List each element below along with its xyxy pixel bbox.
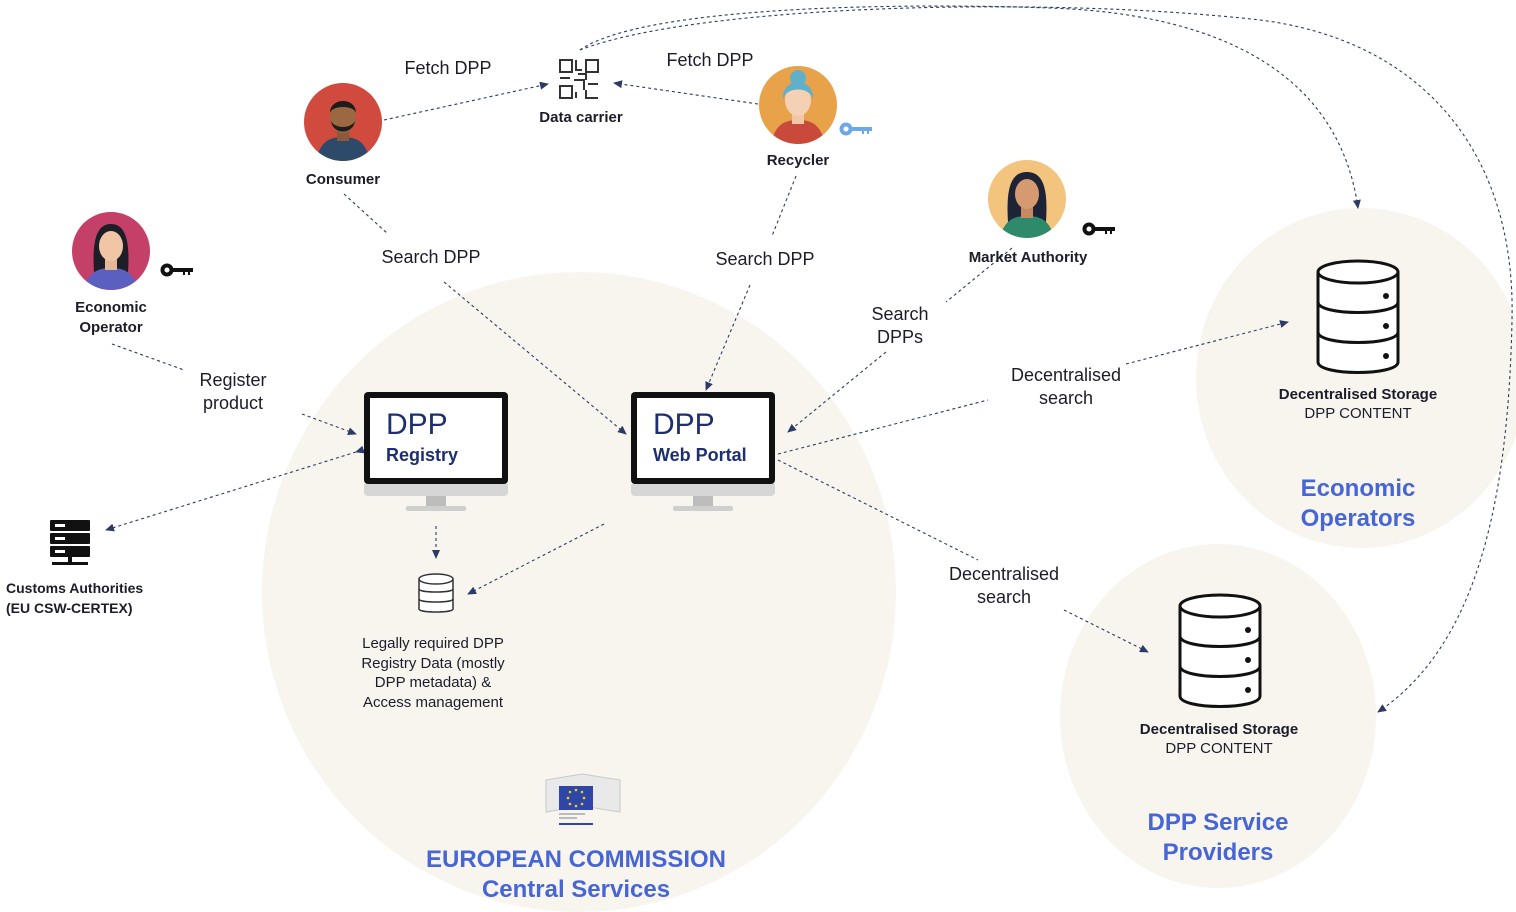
key-icon (160, 263, 193, 277)
portal-title: DPP (653, 408, 715, 441)
service-providers-region-label: DPP Service Providers (1147, 809, 1289, 866)
monitor-screen: DPP Registry (364, 392, 508, 484)
key-icon (839, 122, 872, 136)
eu-flag-icon (545, 773, 621, 825)
sp-storage-subtitle: DPP CONTENT (1165, 740, 1273, 757)
search-dpp-consumer-label: Search DPP (381, 247, 481, 267)
portal-subtitle: Web Portal (653, 445, 747, 465)
commission-title: EUROPEAN COMMISSION (425, 846, 727, 873)
registry-title: DPP (386, 408, 448, 441)
economic-operator-avatar (72, 212, 150, 290)
qr-code-icon (559, 59, 599, 99)
sp-storage-title: Decentralised Storage (1139, 721, 1299, 738)
economic-operators-region-label: Economic Operators (1300, 475, 1416, 532)
recycler-label: Recycler (766, 152, 830, 169)
consumer-avatar (304, 83, 382, 161)
monitor-screen: DPP Web Portal (631, 392, 775, 484)
dpp-web-portal-monitor: DPP Web Portal (631, 392, 775, 512)
arrow-consumer-fetch (383, 81, 549, 121)
person-icon (771, 70, 825, 144)
person-icon (316, 101, 370, 161)
database-icon (1316, 259, 1400, 374)
database-icon (418, 573, 454, 613)
economic-operator-label: Economic Operator (75, 299, 147, 336)
eo-storage-title: Decentralised Storage (1278, 386, 1438, 403)
arrow-consumer-search-a (343, 193, 389, 235)
person-icon (1000, 172, 1054, 238)
arrow-recycler-fetch (613, 80, 759, 105)
registry-db-caption: Legally required DPP Registry Data (most… (361, 635, 505, 711)
eo-storage-subtitle: DPP CONTENT (1304, 405, 1412, 422)
register-product-label: Register product (199, 370, 267, 413)
arrow-recycler-search-a (771, 175, 797, 237)
consumer-label: Consumer (305, 171, 381, 188)
commission-subtitle: Central Services (481, 876, 671, 903)
server-icon (50, 520, 90, 565)
arrow-authority-search-a (945, 247, 1013, 303)
registry-subtitle: Registry (386, 445, 459, 465)
key-icon (1082, 222, 1115, 236)
arrow-registry-customs (105, 445, 365, 532)
arrow-carrier-sp-storage (579, 6, 1513, 713)
fetch-dpp-left-label: Fetch DPP (404, 58, 492, 78)
arrow-portal-sp-a (777, 459, 979, 561)
database-icon (1178, 593, 1262, 708)
arrow-portal-sp-b (1063, 609, 1149, 653)
arrow-authority-search-b (787, 351, 887, 433)
search-dpps-label: Search DPPs (871, 304, 929, 347)
arrow-eo-register-a (111, 343, 185, 371)
customs-label: Customs Authorities (EU CSW-CERTEX) (6, 580, 144, 616)
person-icon (84, 224, 138, 290)
fetch-dpp-right-label: Fetch DPP (666, 50, 754, 70)
arrow-portal-eo-a (777, 399, 989, 455)
search-dpp-recycler-label: Search DPP (715, 249, 815, 269)
decentralised-search-top-label: Decentralised search (1010, 365, 1122, 408)
arrow-eo-register-b (301, 413, 357, 435)
dpp-registry-monitor: DPP Registry (364, 392, 508, 512)
market-authority-label: Market Authority (968, 249, 1088, 266)
arrow-carrier-eo-storage (579, 5, 1361, 209)
arrow-portal-db (467, 523, 605, 595)
data-carrier-label: Data carrier (539, 109, 623, 126)
decentralised-search-bottom-label: Decentralised search (948, 564, 1060, 607)
arrow-recycler-search-b (705, 284, 751, 391)
recycler-avatar (759, 66, 837, 144)
arrow-portal-eo-b (1125, 320, 1289, 365)
market-authority-avatar (988, 160, 1066, 238)
